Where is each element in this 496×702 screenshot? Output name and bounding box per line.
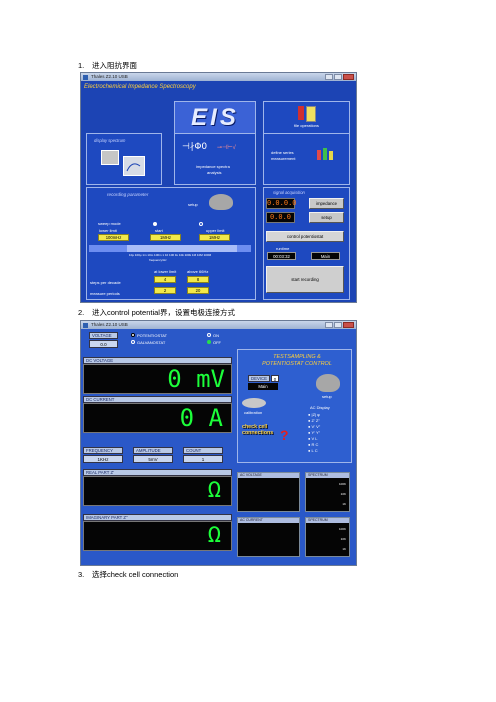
measure-periods-lower[interactable]: 2: [154, 287, 176, 294]
frequency-axis: 10µ 100µ 1m 10m 100m 1 10 100 1k 10k 100…: [128, 253, 212, 257]
signal-acquisition-panel: signal acquisition 0.0.0.0 0.0.0 impedan…: [263, 187, 350, 300]
ac-display-options: ● |Z| φ ● Z' Z'' ● V' V'' ● Y' Y'' ● V L…: [308, 412, 348, 454]
potentiostat-window: Thales Z2.10 USB VOLTAGE 0.0 POTENTIOSTA…: [80, 320, 357, 566]
galvanostat-radio[interactable]: [131, 340, 135, 344]
device-number-field[interactable]: 0: [271, 375, 279, 382]
dc-voltage-display: 0 mV: [83, 364, 232, 394]
imaginary-part-display: Ω: [83, 521, 232, 551]
measure-periods-upper[interactable]: 20: [187, 287, 209, 294]
frequency-field[interactable]: 1KHz: [83, 455, 123, 463]
eis-window: Thales Z2.10 USB Electrochemical Impedan…: [80, 72, 357, 303]
ac-current-plot: AC CURRENT: [237, 517, 300, 557]
eis-heading: Electrochemical Impedance Spectroscopy: [84, 84, 196, 90]
impedance-symbol-icon: ⊣∤Φ0: [182, 142, 208, 152]
ac-option[interactable]: ● L C: [308, 448, 318, 453]
voltage-field[interactable]: 0.0: [89, 340, 118, 348]
title-bar: Thales Z2.10 USB: [81, 73, 356, 81]
imaginary-part-label: IMAGINARY PART Z'': [83, 514, 232, 521]
minimize-button[interactable]: [325, 322, 333, 328]
voltage-label: VOLTAGE: [89, 332, 118, 339]
spectrum-plot-icon: [123, 156, 145, 176]
device-label: DEVICE: [248, 375, 270, 382]
setup-hippo-icon[interactable]: [316, 374, 340, 392]
real-part-display: Ω: [83, 476, 232, 506]
amplitude-label: AMPLITUDE: [133, 447, 173, 454]
maximize-button[interactable]: [334, 322, 342, 328]
device-main-display: Main: [248, 383, 278, 390]
ac-option[interactable]: ● V L: [308, 436, 318, 441]
frequency-label: FREQUENCY: [83, 447, 123, 454]
potentiostat-radio[interactable]: [131, 333, 135, 337]
file-operations-panel[interactable]: file operations: [263, 101, 350, 135]
ac-option[interactable]: ● Y' Y'': [308, 430, 321, 435]
off-radio[interactable]: [207, 340, 211, 344]
dc-current-label: DC CURRENT: [83, 396, 232, 403]
main-display: Main: [311, 252, 340, 260]
title-bar: Thales Z2.10 USB: [81, 321, 356, 329]
ac-option[interactable]: ● |Z| φ: [308, 412, 320, 417]
file-folder-icon: [298, 106, 304, 120]
app-icon: [83, 322, 88, 328]
impedance-analysis-panel[interactable]: ⊣∤Φ0 ⊸⊣⊢√ impedance spectra analysis: [174, 133, 256, 185]
setup-hippo-icon[interactable]: [209, 194, 233, 210]
ac-option[interactable]: ● R C: [308, 442, 319, 447]
upper-limit-field[interactable]: 1MHz: [199, 234, 230, 241]
sweep-mode-radio-2[interactable]: [199, 222, 203, 226]
real-part-label: REAL PART Z': [83, 469, 232, 476]
testsampling-panel: TESTSAMPLING & POTENTIOSTAT CONTROL DEVI…: [237, 349, 352, 463]
file-document-icon: [306, 106, 316, 122]
control-potentiostat-button[interactable]: control potentiostat: [266, 231, 344, 242]
monitor-icon: [101, 150, 119, 165]
start-recording-button[interactable]: start recording: [266, 266, 344, 293]
runtime-display: 00:03:32: [267, 252, 296, 260]
ac-option[interactable]: ● V' V'': [308, 424, 321, 429]
frequency-range-fill: [127, 245, 237, 252]
close-button[interactable]: [343, 322, 354, 328]
start-field[interactable]: 1MHz: [150, 234, 181, 241]
close-button[interactable]: [343, 74, 354, 80]
dc-current-display: 0 A: [83, 403, 232, 433]
testsampling-title: TESTSAMPLING & POTENTIOSTAT CONTROL: [262, 354, 332, 367]
calibration-icon[interactable]: [242, 398, 266, 408]
count-label: COUNT: [183, 447, 223, 454]
step-1: 1.进入阻抗界面: [78, 61, 137, 70]
app-icon: [83, 74, 88, 80]
frequency-axis-label: frequency/Hz: [149, 258, 167, 262]
spectrum-plot-2: SPECTRUM 100K 10K 1K: [305, 517, 350, 557]
steps-per-decade-lower[interactable]: 4: [154, 276, 176, 283]
step-3: 3.选择check cell connection: [78, 570, 179, 579]
signal-lcd-2: 0.0.0: [266, 212, 295, 223]
frequency-slider[interactable]: [89, 245, 251, 252]
display-spectrum-panel[interactable]: display spectrum: [86, 133, 162, 185]
sweep-mode-radio-1[interactable]: [153, 222, 157, 226]
define-series-panel[interactable]: define series measurement: [263, 133, 350, 185]
dc-voltage-label: DC VOLTAGE: [83, 357, 232, 364]
signal-setup-button[interactable]: setup: [309, 212, 344, 223]
question-mark-icon: ?: [280, 427, 289, 443]
count-field[interactable]: 1: [183, 455, 223, 463]
eis-logo: EIS: [174, 101, 256, 134]
ac-option[interactable]: ● Z' Z'': [308, 418, 320, 423]
spectrum-plot-1: SPECTRUM 100K 10K 1K: [305, 472, 350, 512]
circuit-icon: ⊸⊣⊢√: [217, 145, 236, 151]
on-radio[interactable]: [207, 333, 211, 337]
signal-lcd-1: 0.0.0.0: [266, 198, 297, 209]
check-cell-connections-button[interactable]: check cell connections: [242, 424, 274, 436]
minimize-button[interactable]: [325, 74, 333, 80]
bottles-icon: [316, 147, 334, 161]
steps-per-decade-upper[interactable]: 8: [187, 276, 209, 283]
amplitude-field[interactable]: 5mV: [133, 455, 173, 463]
ac-voltage-plot: AC VOLTAGE: [237, 472, 300, 512]
lower-limit-field[interactable]: 100mHz: [98, 234, 129, 241]
maximize-button[interactable]: [334, 74, 342, 80]
step-2: 2.进入control potential界，设置电极连接方式: [78, 308, 235, 317]
recording-parameter-panel: recording parameter setup sweep mode low…: [86, 187, 256, 300]
impedance-button[interactable]: impedance: [309, 198, 344, 209]
step-1-text: 进入阻抗界面: [92, 61, 137, 70]
